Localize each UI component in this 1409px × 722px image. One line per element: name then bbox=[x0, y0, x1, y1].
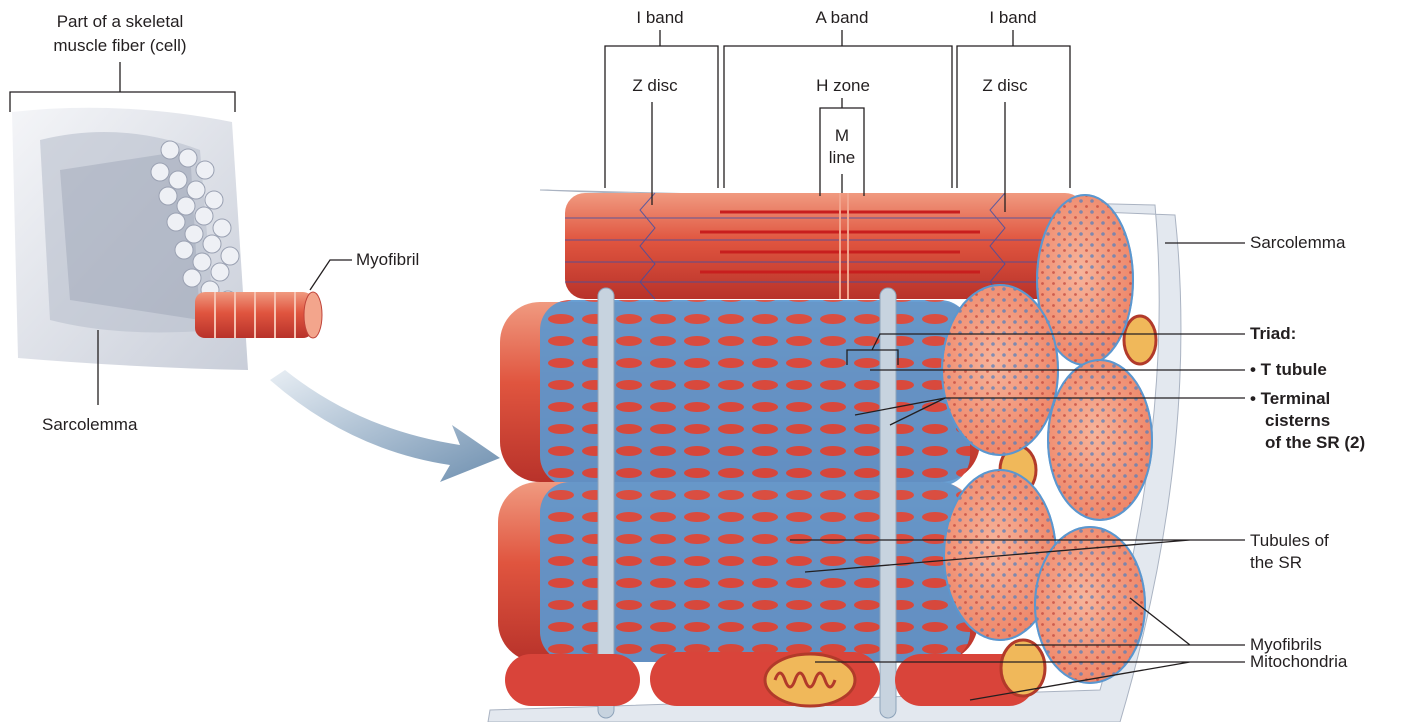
m-line-label-1: M bbox=[835, 126, 849, 146]
i-band-left-label: I band bbox=[636, 8, 683, 28]
terminal-cisterns-label-3: of the SR (2) bbox=[1265, 433, 1365, 453]
z-disc-left-label: Z disc bbox=[632, 76, 677, 96]
z-disc-right-label: Z disc bbox=[982, 76, 1027, 96]
a-band-label: A band bbox=[816, 8, 869, 28]
sr-tubules-label-1: Tubules of bbox=[1250, 531, 1329, 551]
sarcolemma-right-label: Sarcolemma bbox=[1250, 233, 1345, 253]
fiber-title-line2: muscle fiber (cell) bbox=[53, 36, 186, 56]
h-zone-label: H zone bbox=[816, 76, 870, 96]
i-band-right-label: I band bbox=[989, 8, 1036, 28]
myofibril-bottom bbox=[498, 482, 978, 662]
terminal-cisterns-label-2: cisterns bbox=[1265, 411, 1330, 431]
terminal-cisterns-label-1: • Terminal bbox=[1250, 389, 1330, 409]
fiber-title-line1: Part of a skeletal bbox=[57, 12, 184, 32]
myofibril-top bbox=[565, 193, 1085, 299]
t-tubule-label: • T tubule bbox=[1250, 360, 1327, 380]
mitochondria-label: Mitochondria bbox=[1250, 652, 1347, 672]
myofibril-label: Myofibril bbox=[356, 250, 419, 270]
triad-label: Triad: bbox=[1250, 324, 1296, 344]
myofibril-middle bbox=[500, 300, 980, 486]
zoom-arrow-shape bbox=[270, 370, 500, 482]
sarcolemma-left-label: Sarcolemma bbox=[42, 415, 137, 435]
sr-tubules-label-2: the SR bbox=[1250, 553, 1302, 573]
myofibril-small bbox=[195, 292, 322, 338]
muscle-fiber-illustration bbox=[12, 108, 322, 370]
m-line-label-2: line bbox=[829, 148, 855, 168]
